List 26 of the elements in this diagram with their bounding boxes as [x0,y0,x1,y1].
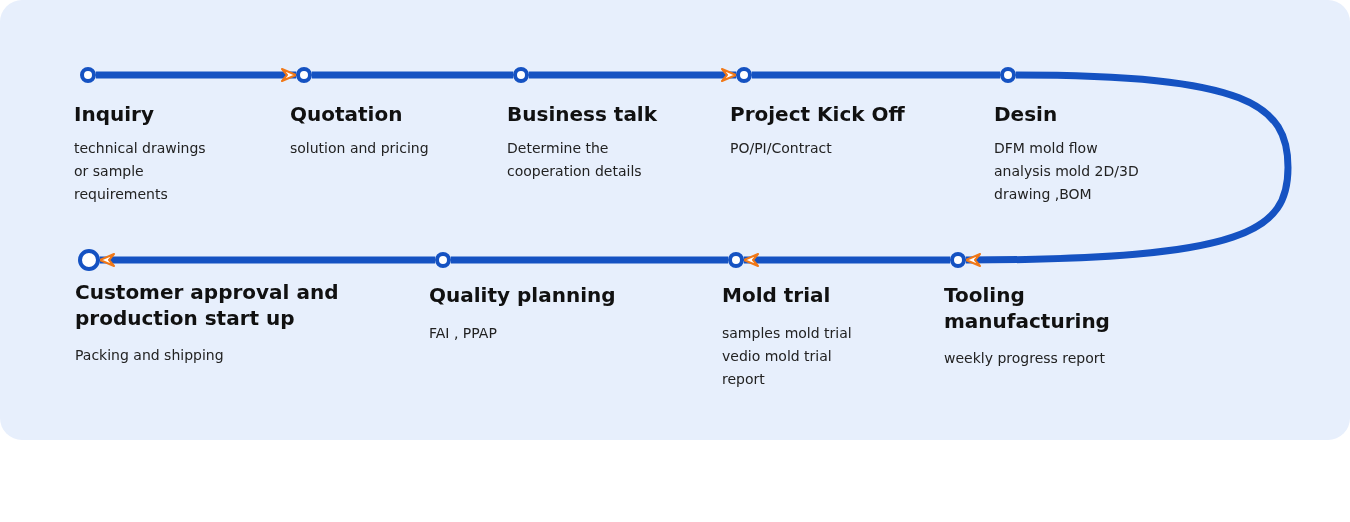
arrow [99,253,435,267]
connector-line [451,256,728,264]
arrow [96,68,297,82]
step-title: Desin [994,101,1059,127]
step-description: DFM mold flow analysis mold 2D/3D drawing ,BOM [994,139,1140,204]
connector-line [312,71,513,79]
step-description: technical drawings or sample requirements [74,139,207,204]
step-title: Tooling manufacturing [944,282,1111,334]
arrow [743,253,950,267]
step-title: Quality planning [429,282,617,308]
step-description: solution and pricing [290,139,430,158]
step-description: Determine the cooperation details [507,139,643,181]
connector-line [752,71,1000,79]
arrow [965,71,1292,267]
step-description: PO/PI/Contract [730,139,833,158]
step-title: Quotation [290,101,404,127]
step-description: samples mold trial vedio mold trial report [722,324,853,389]
step-description: weekly progress report [944,349,1107,368]
step-title: Project Kick Off [730,101,906,127]
step-title: Customer approval and production start up [75,279,340,331]
step-title: Mold trial [722,282,832,308]
step-title: Business talk [507,101,659,127]
step-description: Packing and shipping [75,346,225,365]
step-title: Inquiry [74,101,155,127]
step-description: FAI , PPAP [429,324,498,343]
arrow [529,68,737,82]
